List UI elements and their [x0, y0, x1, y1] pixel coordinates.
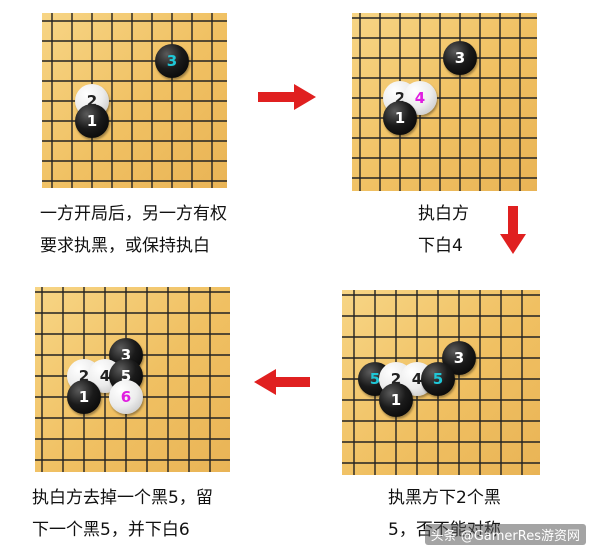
caption-step-2: 执白方 下白4: [418, 198, 469, 262]
black-stone-1: 1: [75, 104, 109, 138]
caption-step-1-line-1: 一方开局后，另一方有权: [40, 204, 227, 224]
right-arrow-icon: [258, 84, 316, 110]
watermark: 头条 @GamerRes游资网: [424, 524, 586, 545]
white-stone-6: 6: [109, 380, 143, 414]
black-stone-1: 1: [67, 380, 101, 414]
caption-step-1-line-2: 要求执黑，或保持执白: [40, 236, 210, 256]
down-arrow-icon: [500, 206, 526, 254]
board-grid: [352, 13, 537, 191]
board-grid: [42, 13, 227, 188]
caption-step-1: 一方开局后，另一方有权 要求执黑，或保持执白: [40, 198, 227, 262]
caption-step-2-line-1: 执白方: [418, 204, 469, 224]
board-grid: [342, 290, 540, 475]
black-stone-3: 3: [443, 41, 477, 75]
black-stone-5: 5: [421, 362, 455, 396]
caption-step-3-line-1: 执白方去掉一个黑5，留: [32, 488, 213, 508]
black-stone-1: 1: [383, 101, 417, 135]
caption-step-3-line-2: 下一个黑5，并下白6: [32, 520, 190, 540]
caption-step-2-line-2: 下白4: [418, 236, 463, 256]
caption-step-3: 执白方去掉一个黑5，留 下一个黑5，并下白6: [32, 482, 213, 546]
left-arrow-icon: [254, 369, 310, 395]
caption-step-4-line-1: 执黑方下2个黑: [388, 488, 501, 508]
black-stone-1: 1: [379, 383, 413, 417]
black-stone-3: 3: [155, 44, 189, 78]
